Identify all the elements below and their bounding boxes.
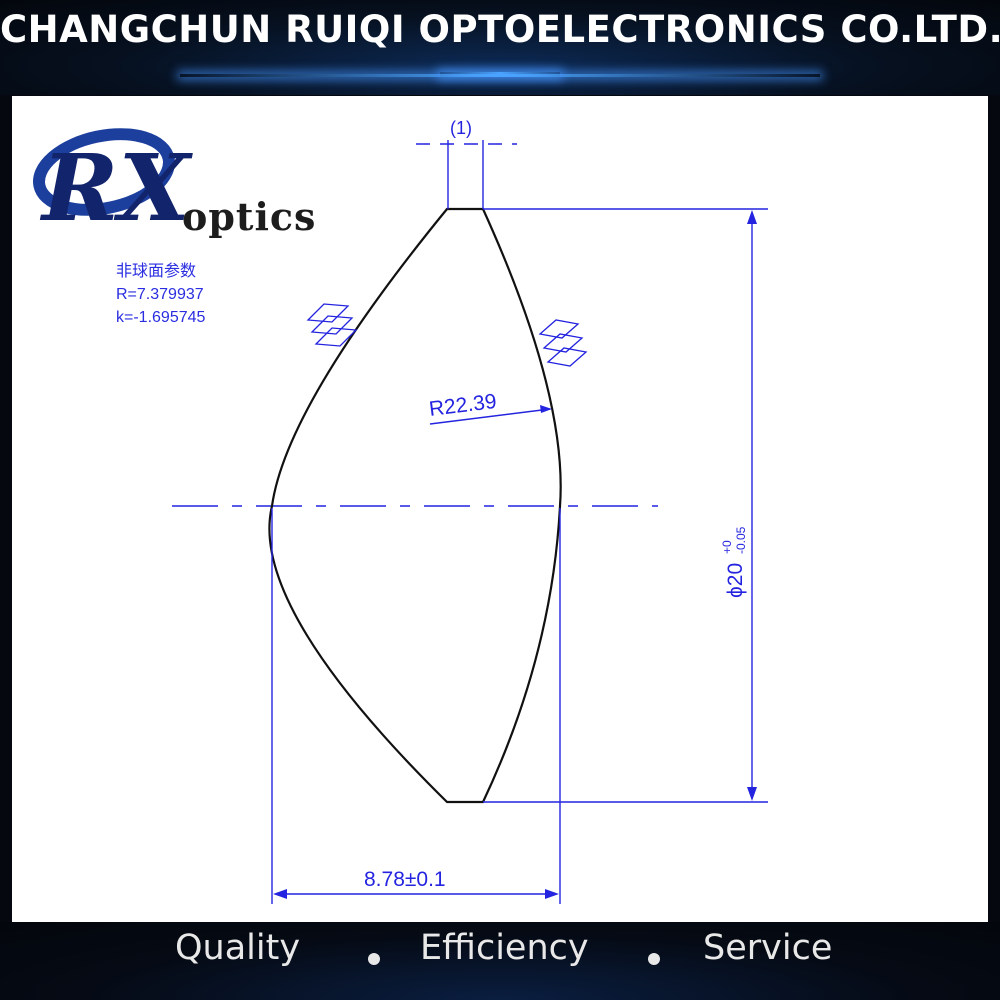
diameter-arrow-bottom [747,787,757,801]
footer-bar: Quality Efficiency Service [0,922,1000,1000]
header-banner: CHANGCHUN RUIQI OPTOELECTRONICS CO.LTD. [0,0,1000,95]
diameter-tol-lower: -0.05 [734,526,748,554]
lens-outline [268,207,562,804]
logo-swoosh [33,128,175,216]
aspheric-radius: R=7.379937 [116,286,204,303]
drawing-canvas: RX optics 非球面参数 R=7.379937 k=-1.695745 (… [12,96,988,922]
footer-bullet-2 [648,953,660,965]
surface-finish-mark-right [538,319,588,367]
footer-efficiency: Efficiency [420,928,589,968]
footer-bullet-1 [368,953,380,965]
aspheric-conic: k=-1.695745 [116,309,206,326]
footer-service: Service [703,928,833,968]
radius-leader [429,408,551,425]
rx-logo-mark: RX [33,128,193,242]
thickness-label: 8.78±0.1 [364,868,446,891]
rx-optics-logo: RX optics [22,112,352,242]
thickness-arrow-left [273,889,287,899]
aspheric-parameters: 非球面参数 R=7.379937 k=-1.695745 [116,260,205,329]
diameter-label-group: ϕ20 +0 -0.05 [720,526,748,598]
surface-finish-mark-left [306,303,358,347]
footer-quality: Quality [175,928,301,968]
banner-glow-core [440,72,560,77]
diameter-tol-upper: +0 [720,540,734,554]
diameter-arrow-top [747,210,757,224]
radius-arrow [540,405,552,413]
aspheric-heading: 非球面参数 [116,263,197,280]
logo-letters: RX [39,134,193,242]
diameter-label: ϕ20 [724,563,747,598]
thickness-arrow-right [545,889,559,899]
company-title: CHANGCHUN RUIQI OPTOELECTRONICS CO.LTD. [0,8,1000,51]
logo-word: optics [182,194,317,239]
top-thickness-label: (1) [450,118,472,138]
lens-drawing: (1) R22.39 ϕ20 +0 -0.05 [172,118,768,904]
